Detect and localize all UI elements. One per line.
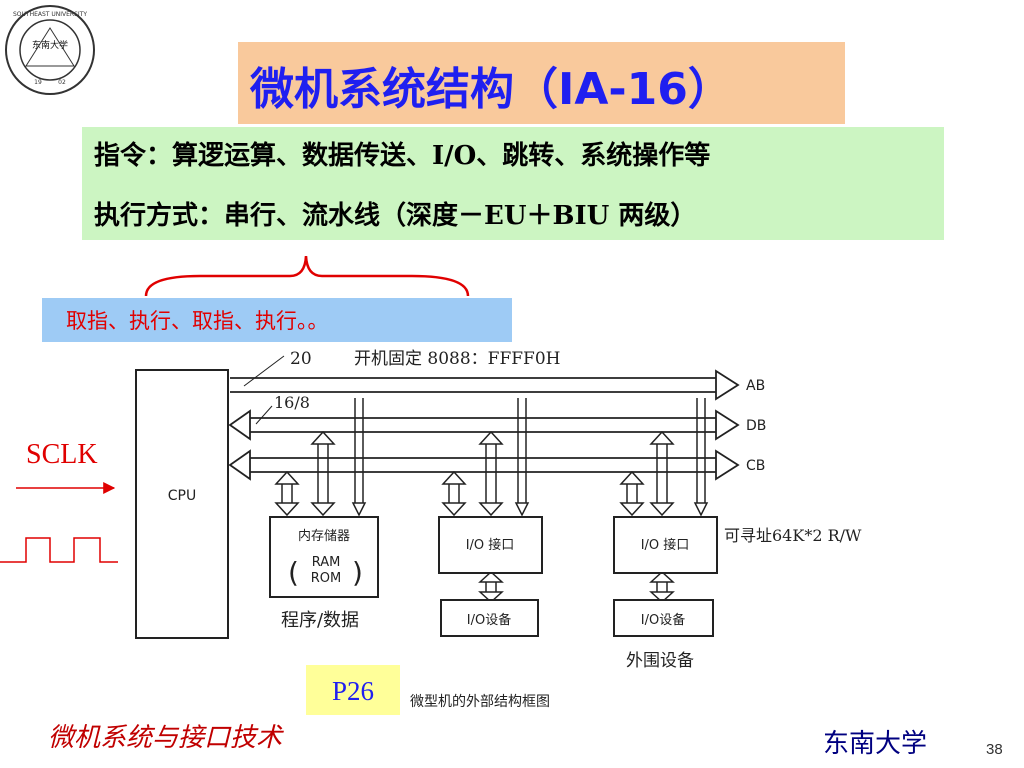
data-bus	[228, 409, 740, 441]
logo-ring-text: SOUTHEAST UNIVERSITY	[13, 11, 87, 18]
memory-caption: 程序/数据	[281, 610, 359, 631]
data-width-pointer	[255, 405, 273, 425]
peripherals-caption: 外围设备	[626, 651, 694, 671]
instruction-types-text: 指令：算逻运算、数据传送、I/O、跳转、系统操作等	[94, 141, 711, 171]
bus-label-db: DB	[746, 418, 766, 434]
memory-box	[269, 516, 379, 598]
address-bus	[230, 369, 740, 401]
page-ref-label: P26	[331, 676, 375, 706]
address-width-label: 20	[290, 349, 312, 369]
page-number: 38	[986, 741, 1003, 758]
control-bus	[228, 449, 740, 481]
io-device-label-1: I/O设备	[467, 612, 511, 628]
memory-ram-label: RAM	[312, 555, 341, 570]
logo-year-right: 02	[58, 79, 66, 86]
title-background	[238, 42, 845, 124]
bus-connectors	[274, 398, 709, 604]
sclk-label: SCLK	[26, 439, 98, 470]
memory-rom-label: ROM	[311, 571, 341, 586]
brace-shape	[144, 255, 470, 297]
io-interface-label-1: I/O 接口	[466, 537, 515, 553]
figure-caption: 微型机的外部结构框图	[410, 694, 550, 710]
logo-center-text: 东南大学	[32, 39, 68, 51]
io-interface-box-1	[438, 516, 543, 574]
execution-mode-text: 执行方式：串行、流水线（深度－EU＋BIU 两级）	[94, 201, 697, 231]
memory-bracket-right: )	[352, 556, 363, 589]
address-width-pointer	[243, 355, 285, 387]
cpu-label: CPU	[168, 488, 196, 504]
clock-waveform-icon	[0, 537, 118, 563]
io-device-box-1	[440, 599, 539, 637]
bus-label-cb: CB	[746, 458, 765, 474]
io-device-box-2	[613, 599, 714, 637]
boot-address-note: 开机固定 8088：FFFF0H	[354, 349, 561, 369]
io-interface-label-2: I/O 接口	[641, 537, 690, 553]
slide-title: 微机系统结构（IA-16）	[250, 64, 732, 115]
logo-year-left: 19	[34, 79, 42, 86]
data-width-label: 16/8	[274, 393, 310, 412]
memory-bracket-left: (	[288, 556, 299, 589]
course-name: 微机系统与接口技术	[48, 723, 283, 753]
note-background	[42, 298, 512, 342]
cpu-box	[135, 369, 229, 639]
university-seal-icon: SOUTHEAST UNIVERSITY 东南大学 19 02	[5, 5, 95, 95]
page-ref-background	[306, 665, 400, 715]
io-device-label-2: I/O设备	[641, 612, 685, 628]
info-background	[82, 127, 944, 240]
bus-label-ab: AB	[746, 378, 765, 394]
university-name: 东南大学	[823, 729, 928, 759]
memory-title: 内存储器	[298, 528, 350, 544]
fetch-execute-note: 取指、执行、取指、执行。。	[66, 309, 329, 333]
io-interface-box-2	[613, 516, 718, 574]
address-space-note: 可寻址64K*2 R/W	[724, 526, 862, 545]
